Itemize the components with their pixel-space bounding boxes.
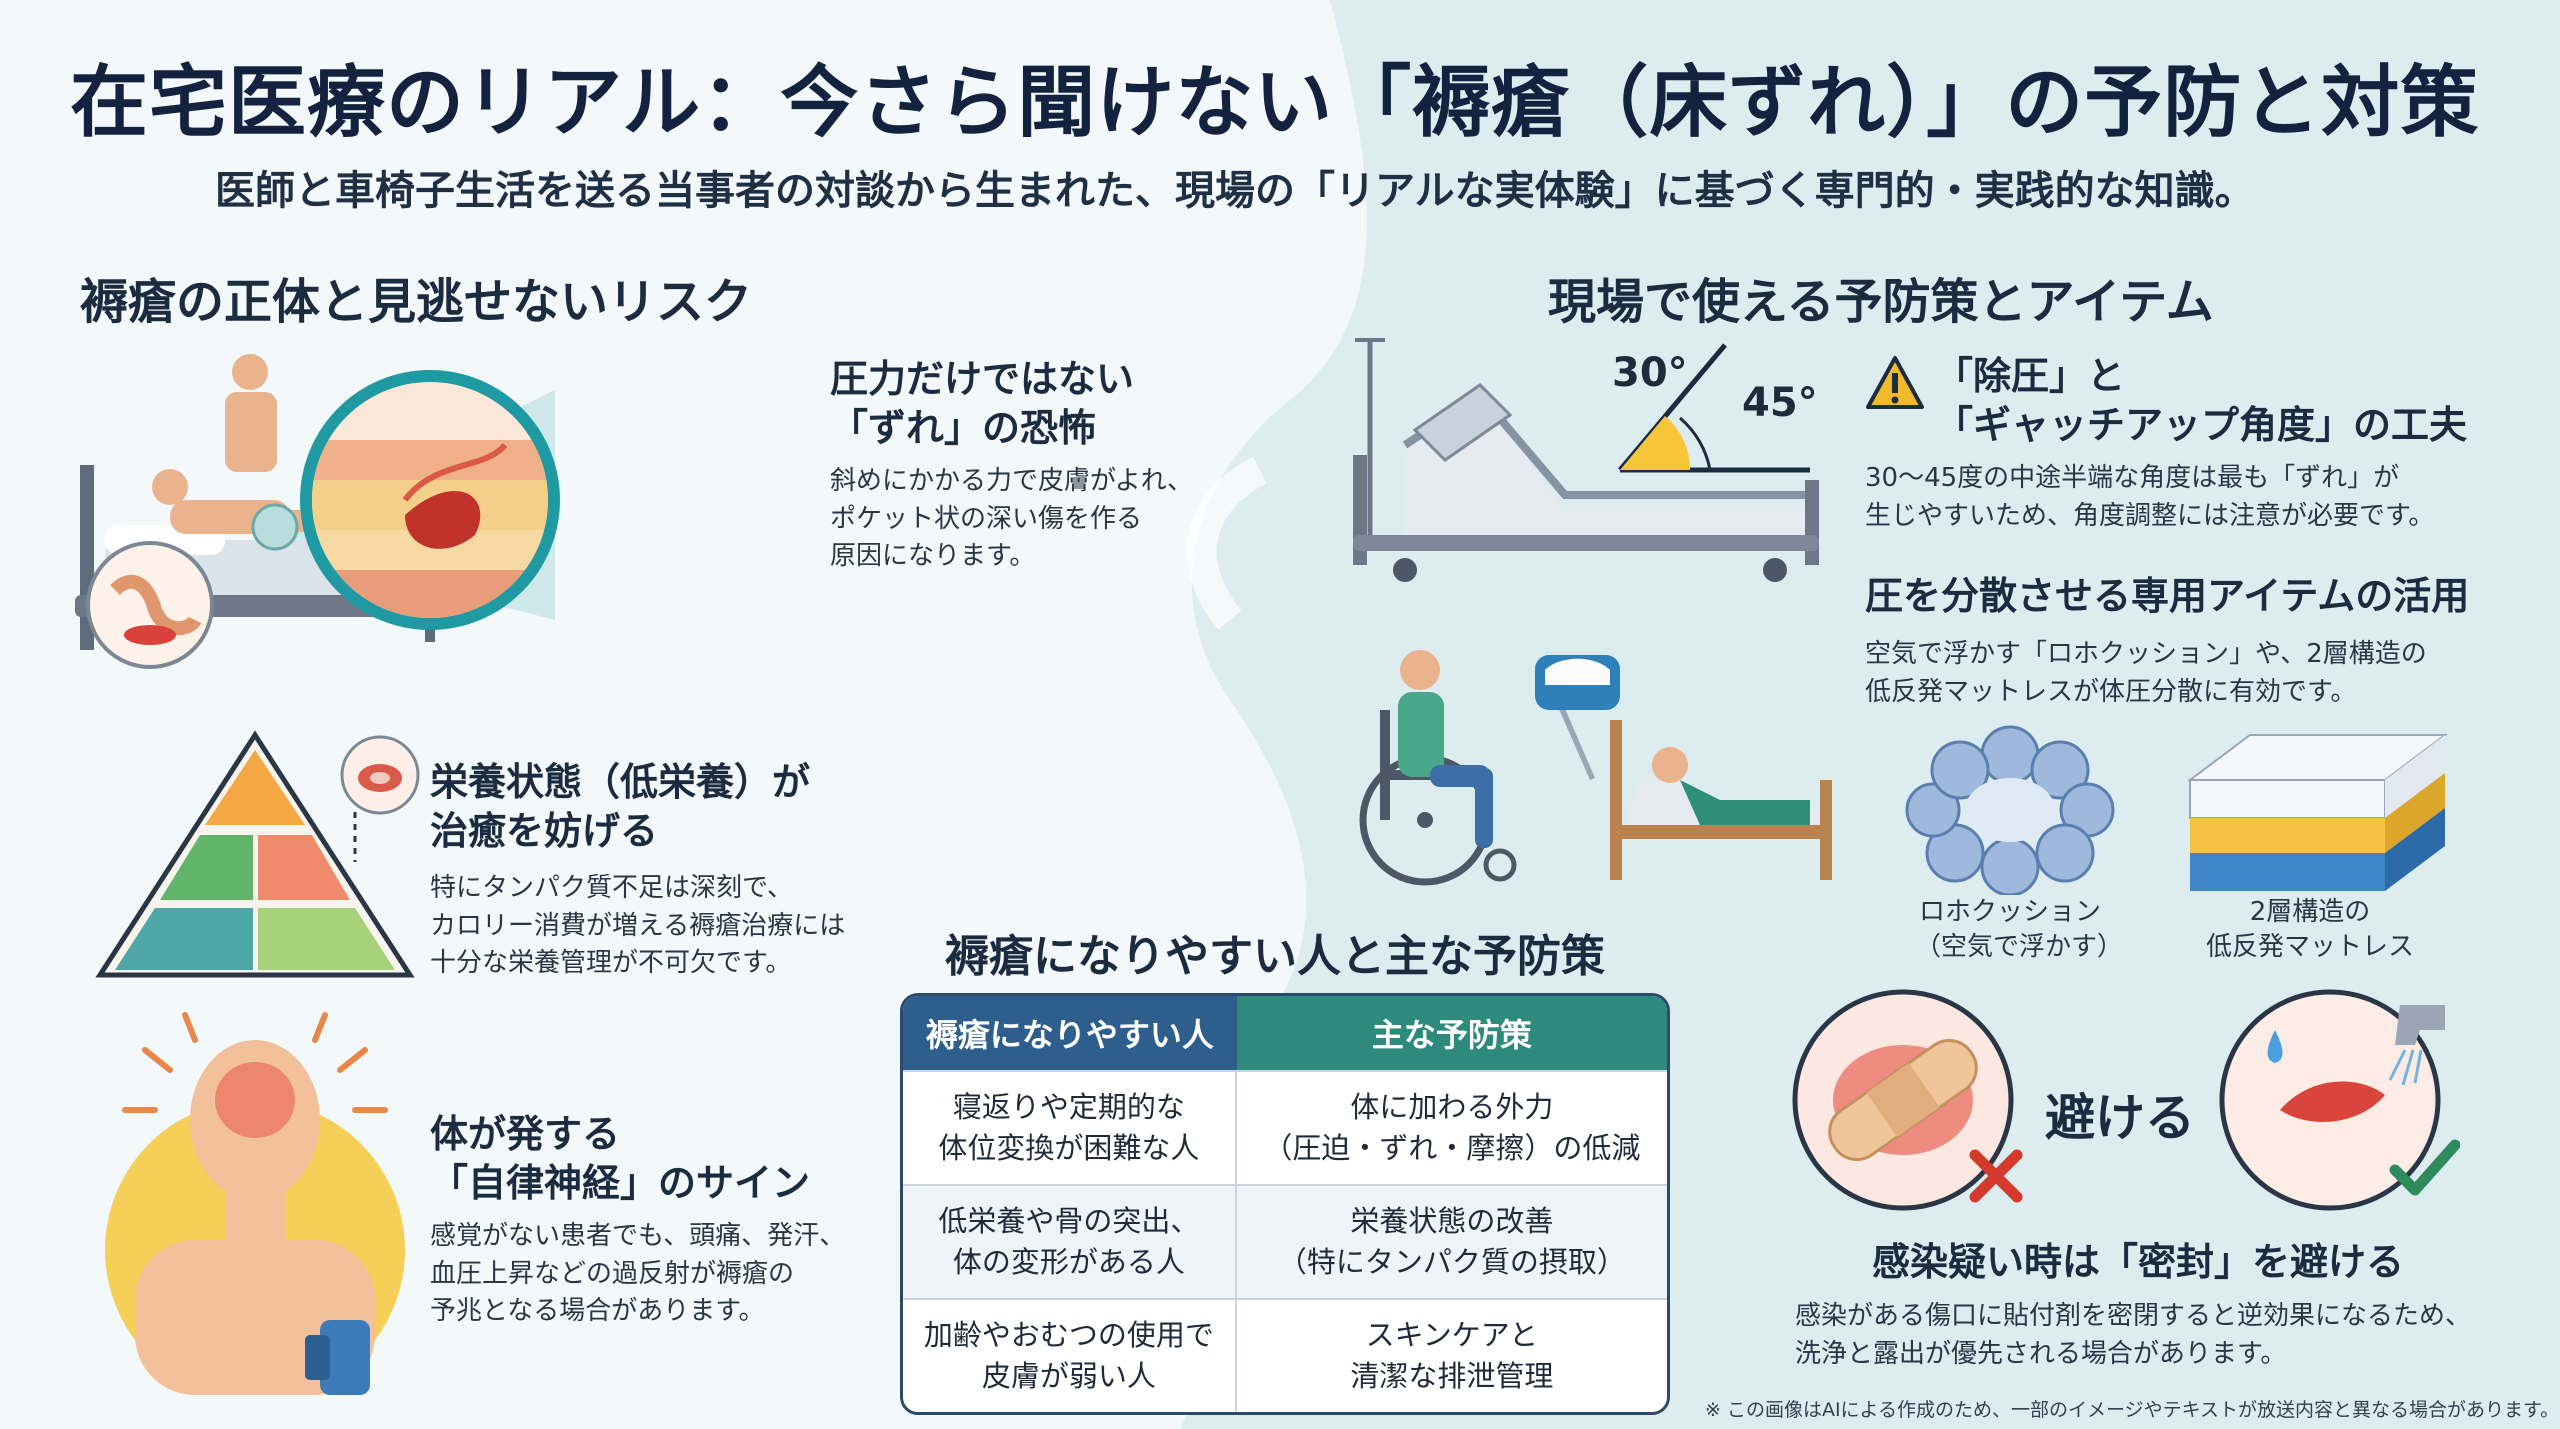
sealed-bandage-icon bbox=[1792, 989, 2023, 1211]
table-row: 加齢やおむつの使用で皮膚が弱い人 スキンケアと清潔な排泄管理 bbox=[903, 1298, 1667, 1412]
table-cell-prevention: 体に加わる外力（圧迫・ずれ・摩擦）の低減 bbox=[1236, 1070, 1667, 1184]
angle-45-label: 45° bbox=[1742, 380, 1818, 426]
shear-title: 圧力だけではない 「ずれ」の恐怖 bbox=[830, 357, 1135, 451]
angle-description: 30〜45度の中途半端な角度は最も「ずれ」が 生じやすいため、角度調整には注意が… bbox=[1865, 463, 2435, 531]
table-cell-risk: 寝返りや定期的な体位変換が困難な人 bbox=[903, 1070, 1237, 1184]
risk-prevention-table: 褥瘡になりやすい人 主な予防策 寝返りや定期的な体位変換が困難な人 体に加わる外… bbox=[900, 993, 1670, 1415]
ai-disclaimer-footnote: ※ この画像はAIによる作成のため、一部のイメージやテキストが放送内容と異なる場… bbox=[1705, 1399, 2560, 1421]
table-header-row: 褥瘡になりやすい人 主な予防策 bbox=[903, 996, 1667, 1070]
table-cell-prevention: スキンケアと清潔な排泄管理 bbox=[1236, 1298, 1667, 1412]
table-row: 低栄養や骨の突出、体の変形がある人 栄養状態の改善（特にタンパク質の摂取） bbox=[903, 1184, 1667, 1298]
mattress-caption: 2層構造の 低反発マットレス bbox=[2205, 897, 2414, 963]
two-layer-mattress-icon bbox=[2187, 734, 2448, 891]
wheelchair-bed-illustration bbox=[1359, 650, 1832, 886]
headache-person-icon bbox=[105, 1012, 405, 1395]
dotted-connector bbox=[353, 812, 357, 862]
table-cell-prevention: 栄養状態の改善（特にタンパク質の摂取） bbox=[1236, 1184, 1667, 1298]
right-section-heading: 現場で使える予防策とアイテム bbox=[1548, 274, 2214, 330]
table-cell-risk: 加齢やおむつの使用で皮膚が弱い人 bbox=[903, 1298, 1237, 1412]
infection-description: 感染がある傷口に貼付剤を密閉すると逆効果になるため、 洗浄と露出が優先される場合… bbox=[1795, 1301, 2472, 1369]
angle-diagram-icon bbox=[1618, 343, 1810, 473]
pressure-items-title: 圧を分散させる専用アイテムの活用 bbox=[1865, 574, 2470, 618]
page-title: 在宅医療のリアル：今さら聞けない「褥瘡（床ずれ）」の予防と対策 bbox=[70, 58, 2480, 148]
food-pyramid-icon bbox=[95, 730, 420, 978]
nutrition-description: 特にタンパク質不足は深刻で、 カロリー消費が増える褥瘡治療には 十分な栄養管理が… bbox=[430, 873, 846, 979]
roho-cushion-icon bbox=[1905, 725, 2115, 895]
adjustable-bed-icon bbox=[1353, 338, 1819, 582]
table-header-prevention: 主な予防策 bbox=[1236, 996, 1667, 1070]
infection-title: 感染疑い時は「密封」を避ける bbox=[1872, 1240, 2405, 1284]
bed-patient-illustration bbox=[75, 354, 560, 669]
left-section-heading: 褥瘡の正体と見逃せないリスク bbox=[80, 274, 753, 330]
autonomic-description: 感覚がない患者でも、頭痛、発汗、 血圧上昇などの過反射が褥瘡の 予兆となる場合が… bbox=[430, 1221, 846, 1327]
table-header-risk: 褥瘡になりやすい人 bbox=[903, 996, 1237, 1070]
page-subtitle: 医師と車椅子生活を送る当事者の対談から生まれた、現場の「リアルな実体験」に基づく… bbox=[215, 168, 2255, 214]
table-heading: 褥瘡になりやすい人と主な予防策 bbox=[945, 931, 1605, 982]
angle-title: 「除圧」と 「ギャッチアップ角度」の工夫 bbox=[1935, 354, 2468, 448]
table-row: 寝返りや定期的な体位変換が困難な人 体に加わる外力（圧迫・ずれ・摩擦）の低減 bbox=[903, 1070, 1667, 1184]
autonomic-title: 体が発する 「自律神経」のサイン bbox=[430, 1112, 811, 1206]
nutrition-title: 栄養状態（低栄養）が 治癒を妨げる bbox=[430, 760, 811, 854]
roho-cushion-caption: ロホクッション （空気で浮かす） bbox=[1915, 897, 2124, 963]
warning-icon bbox=[1866, 356, 1924, 409]
pressure-items-description: 空気で浮かす「ロホクッション」や、2層構造の 低反発マットレスが体圧分散に有効で… bbox=[1865, 639, 2427, 707]
avoid-label: 避ける bbox=[2045, 1089, 2195, 1147]
shear-description: 斜めにかかる力で皮膚がよれ、 ポケット状の深い傷を作る 原因になります。 bbox=[830, 466, 1193, 572]
angle-30-label: 30° bbox=[1612, 350, 1688, 396]
wound-washing-icon bbox=[2219, 989, 2460, 1211]
table-cell-risk: 低栄養や骨の突出、体の変形がある人 bbox=[903, 1184, 1237, 1298]
